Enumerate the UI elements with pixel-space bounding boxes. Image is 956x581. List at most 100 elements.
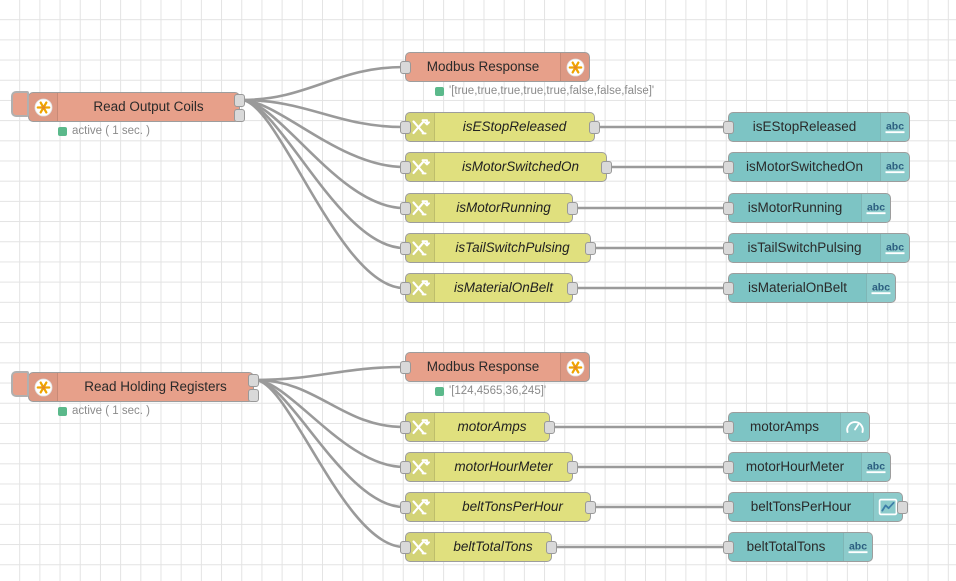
input-port[interactable] — [400, 541, 411, 554]
node-read-holding-registers[interactable]: Read Holding Registers — [11, 371, 259, 402]
node-fn-isEStopReleased[interactable]: isEStopReleased — [400, 112, 600, 142]
output-port[interactable] — [601, 161, 612, 174]
node-dbg-beltTonsPerHour[interactable]: beltTonsPerHour — [723, 492, 908, 522]
input-port[interactable] — [400, 361, 411, 374]
modbus-flower-icon — [29, 373, 58, 401]
svg-text:abc: abc — [867, 461, 885, 473]
status-dot-icon — [58, 407, 67, 417]
node-modbus-response-registers[interactable]: Modbus Response — [400, 352, 590, 382]
svg-text:abc: abc — [886, 121, 904, 133]
output-port[interactable] — [897, 501, 908, 514]
node-fn-motorHourMeter[interactable]: motorHourMeter — [400, 452, 578, 482]
output-port[interactable] — [585, 242, 596, 255]
node-status-read-holding-registers: active ( 1 sec. ) — [58, 405, 150, 418]
abc-icon: abc — [861, 453, 890, 481]
node-fn-motorAmps[interactable]: motorAmps — [400, 412, 555, 442]
input-port[interactable] — [723, 541, 734, 554]
svg-text:abc: abc — [872, 282, 890, 294]
abc-icon: abc — [866, 274, 895, 302]
input-port[interactable] — [400, 421, 411, 434]
node-label: isMaterialOnBelt — [453, 280, 554, 296]
output-port[interactable] — [546, 541, 557, 554]
input-port[interactable] — [723, 461, 734, 474]
node-label: isMotorSwitchedOn — [461, 159, 580, 175]
node-dbg-isMotorSwitchedOn[interactable]: isMotorSwitchedOn abc — [723, 152, 910, 182]
node-status-modbus-response-coils: '[true,true,true,true,true,false,false,f… — [435, 85, 655, 98]
node-dbg-beltTotalTons[interactable]: beltTotalTons abc — [723, 532, 873, 562]
output-port-2[interactable] — [248, 389, 259, 402]
input-port[interactable] — [400, 202, 411, 215]
node-label: isTailSwitchPulsing — [455, 240, 570, 256]
input-port[interactable] — [400, 61, 411, 74]
input-port[interactable] — [723, 421, 734, 434]
input-port[interactable] — [723, 202, 734, 215]
node-dbg-motorAmps[interactable]: motorAmps — [723, 412, 870, 442]
output-port[interactable] — [567, 202, 578, 215]
status-text: active ( 1 sec. ) — [72, 125, 150, 137]
input-port[interactable] — [400, 161, 411, 174]
node-label: isMotorSwitchedOn — [745, 159, 864, 175]
node-label: motorAmps — [457, 419, 527, 435]
node-label: motorHourMeter — [454, 459, 553, 475]
node-dbg-isTailSwitchPulsing[interactable]: isTailSwitchPulsing abc — [723, 233, 910, 263]
svg-text:abc: abc — [867, 202, 885, 214]
output-port[interactable] — [544, 421, 555, 434]
node-modbus-response-coils[interactable]: Modbus Response — [400, 52, 590, 82]
status-dot-icon — [435, 387, 444, 397]
node-fn-beltTotalTons[interactable]: beltTotalTons — [400, 532, 557, 562]
abc-icon: abc — [843, 533, 872, 561]
input-port[interactable] — [400, 461, 411, 474]
input-port[interactable] — [723, 242, 734, 255]
output-port[interactable] — [589, 121, 600, 134]
node-fn-isMotorSwitchedOn[interactable]: isMotorSwitchedOn — [400, 152, 612, 182]
svg-text:abc: abc — [886, 161, 904, 173]
node-fn-isTailSwitchPulsing[interactable]: isTailSwitchPulsing — [400, 233, 596, 263]
output-port-1[interactable] — [248, 374, 259, 387]
node-fn-beltTonsPerHour[interactable]: beltTonsPerHour — [400, 492, 596, 522]
modbus-flower-icon — [560, 353, 589, 381]
status-dot-icon — [58, 127, 67, 137]
input-port[interactable] — [723, 161, 734, 174]
node-label: isTailSwitchPulsing — [747, 240, 862, 256]
status-text: '[true,true,true,true,true,false,false,f… — [449, 85, 655, 97]
svg-text:abc: abc — [886, 242, 904, 254]
node-label: beltTotalTons — [453, 539, 533, 555]
output-port[interactable] — [567, 282, 578, 295]
abc-icon: abc — [880, 153, 909, 181]
output-port[interactable] — [585, 501, 596, 514]
node-label: Modbus Response — [426, 59, 540, 75]
input-port[interactable] — [400, 501, 411, 514]
node-status-modbus-response-registers: '[124,4565,36,245]' — [435, 385, 546, 398]
function-icon — [406, 274, 435, 302]
modbus-flower-icon — [560, 53, 589, 81]
node-label: beltTonsPerHour — [462, 499, 563, 515]
node-label: isEStopReleased — [752, 119, 857, 135]
node-label: beltTotalTons — [746, 539, 826, 555]
inject-button-read-holding-registers[interactable] — [11, 371, 29, 397]
output-port-1[interactable] — [234, 94, 245, 107]
node-label: Read Output Coils — [93, 99, 204, 115]
node-dbg-isMaterialOnBelt[interactable]: isMaterialOnBelt abc — [723, 273, 896, 303]
inject-button-read-output-coils[interactable] — [11, 91, 29, 117]
output-port[interactable] — [567, 461, 578, 474]
node-label: isMaterialOnBelt — [747, 280, 848, 296]
node-fn-isMotorRunning[interactable]: isMotorRunning — [400, 193, 578, 223]
node-label: Modbus Response — [426, 359, 540, 375]
input-port[interactable] — [400, 242, 411, 255]
gauge-icon — [840, 413, 869, 441]
output-port-2[interactable] — [234, 109, 245, 122]
node-fn-isMaterialOnBelt[interactable]: isMaterialOnBelt — [400, 273, 578, 303]
node-read-output-coils[interactable]: Read Output Coils — [11, 91, 245, 122]
input-port[interactable] — [723, 282, 734, 295]
abc-icon: abc — [880, 113, 909, 141]
abc-icon: abc — [861, 194, 890, 222]
input-port[interactable] — [400, 282, 411, 295]
input-port[interactable] — [723, 501, 734, 514]
abc-icon: abc — [880, 234, 909, 262]
input-port[interactable] — [400, 121, 411, 134]
node-dbg-isEStopReleased[interactable]: isEStopReleased abc — [723, 112, 910, 142]
input-port[interactable] — [723, 121, 734, 134]
